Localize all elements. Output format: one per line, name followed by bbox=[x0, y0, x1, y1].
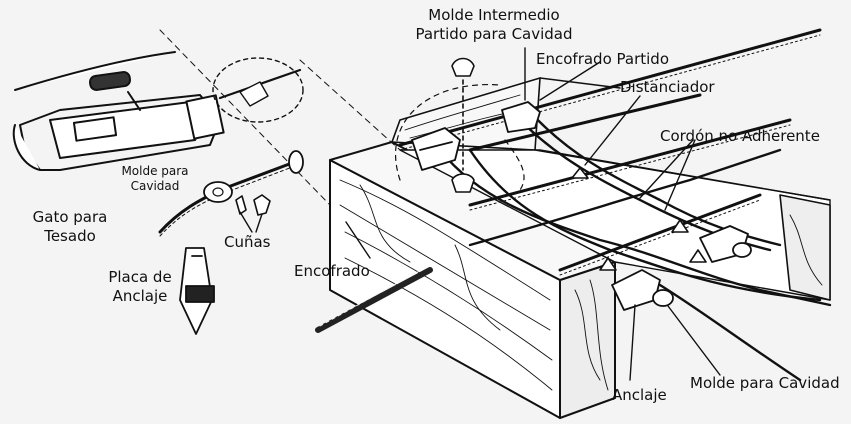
label-gato-line2: Tesado bbox=[44, 227, 96, 245]
label-molde-para-cavidad: Molde para Cavidad bbox=[690, 374, 840, 392]
wedges bbox=[235, 194, 271, 216]
intermediate-mold bbox=[451, 57, 475, 193]
protruding-strand bbox=[315, 265, 433, 333]
anchors bbox=[411, 101, 752, 311]
label-cunas: Cuñas bbox=[224, 233, 271, 251]
label-placa-line2: Anclaje bbox=[112, 287, 168, 305]
split-formwork-arc bbox=[395, 83, 525, 191]
label-placa-de-anclaje: Placa de Anclaje bbox=[100, 268, 180, 306]
label-molde-para-cavidad-small-line1: Molde para bbox=[121, 164, 189, 178]
leader-lines bbox=[239, 47, 721, 381]
label-cordon-no-adherente: Cordón no Adherente bbox=[660, 127, 820, 145]
label-molde-intermedio-line1: Molde Intermedio bbox=[428, 6, 560, 24]
loose-strand bbox=[158, 150, 304, 237]
label-gato-para-tesado: Gato para Tesado bbox=[20, 208, 120, 246]
spacer-chairs bbox=[571, 167, 707, 271]
rebars bbox=[398, 28, 822, 272]
label-encofrado-partido: Encofrado Partido bbox=[536, 50, 669, 68]
label-molde-para-cavidad-small-line2: Cavidad bbox=[130, 179, 180, 193]
label-distanciador: Distanciador bbox=[620, 78, 715, 96]
label-gato-line1: Gato para bbox=[32, 208, 108, 226]
anchorage-plate bbox=[179, 247, 215, 335]
label-placa-line1: Placa de bbox=[108, 268, 172, 286]
label-molde-intermedio: Molde Intermedio Partido para Cavidad bbox=[404, 6, 584, 44]
label-molde-intermedio-line2: Partido para Cavidad bbox=[415, 25, 573, 43]
projection-lines bbox=[159, 29, 401, 206]
jack-detail bbox=[212, 57, 304, 123]
tensioning-jack bbox=[12, 51, 225, 171]
label-encofrado: Encofrado bbox=[294, 262, 370, 280]
label-anclaje: Anclaje bbox=[612, 386, 667, 404]
label-molde-para-cavidad-small: Molde para Cavidad bbox=[110, 164, 200, 194]
